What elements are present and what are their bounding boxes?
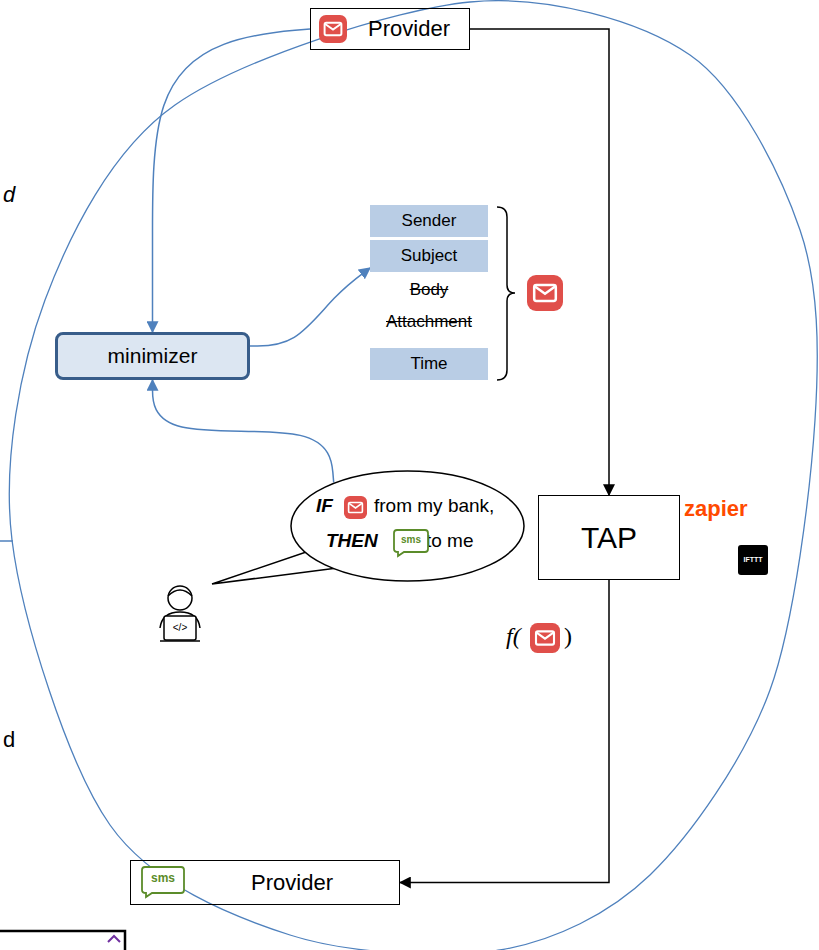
field-box: Time [370,348,488,380]
node-label: minimizer [108,344,198,368]
email-icon [319,15,347,43]
function-label: f( [506,623,521,649]
node-label: Sender [402,211,457,231]
node-label: Time [410,354,447,374]
connector-arrow [153,29,311,332]
connector-arrow [153,380,334,482]
keyword: THEN [326,530,378,552]
field-box: Sender [370,205,488,237]
bracket [497,207,515,380]
connector-arrow [250,268,370,346]
zapier-logo-text: zapier [684,497,748,521]
rule-text: from my bank, [374,495,494,517]
system-boundary [9,1,817,950]
fragment-box [0,931,125,950]
removed-field: Attachment [370,313,488,332]
sms-icon-text: sms [394,534,428,545]
field-box: Subject [370,240,488,272]
sms-icon [142,867,184,897]
speech-bubble: IF from my bank, THEN to me [290,470,525,582]
keyword: IF [316,495,333,517]
fragment-mark [108,936,120,942]
tap-box: TAP [538,495,680,580]
sms-icon-text: sms [142,872,184,885]
bubble-outline [290,470,525,582]
connector-arrow [470,29,609,495]
code-glyph: </> [164,622,196,633]
ifttt-logo-text: IFTTT [738,556,768,564]
email-icon [530,623,560,653]
boundary-line [0,540,13,542]
removed-field: Body [370,281,488,300]
cut-text: d [3,728,15,752]
minimizer-box: minimizer [55,332,250,380]
rule-text: to me [426,530,474,552]
connector-arrow [400,580,609,883]
person-icon [160,586,200,641]
node-label: Provider [251,870,333,896]
email-icon [527,275,563,311]
cut-text: d [3,183,15,207]
node-label: Subject [401,246,458,266]
node-label: TAP [581,521,637,555]
provider-box: Provider [310,8,470,50]
node-label: Provider [368,16,450,42]
ifttt-logo [738,545,768,575]
function-label: ) [564,623,572,649]
